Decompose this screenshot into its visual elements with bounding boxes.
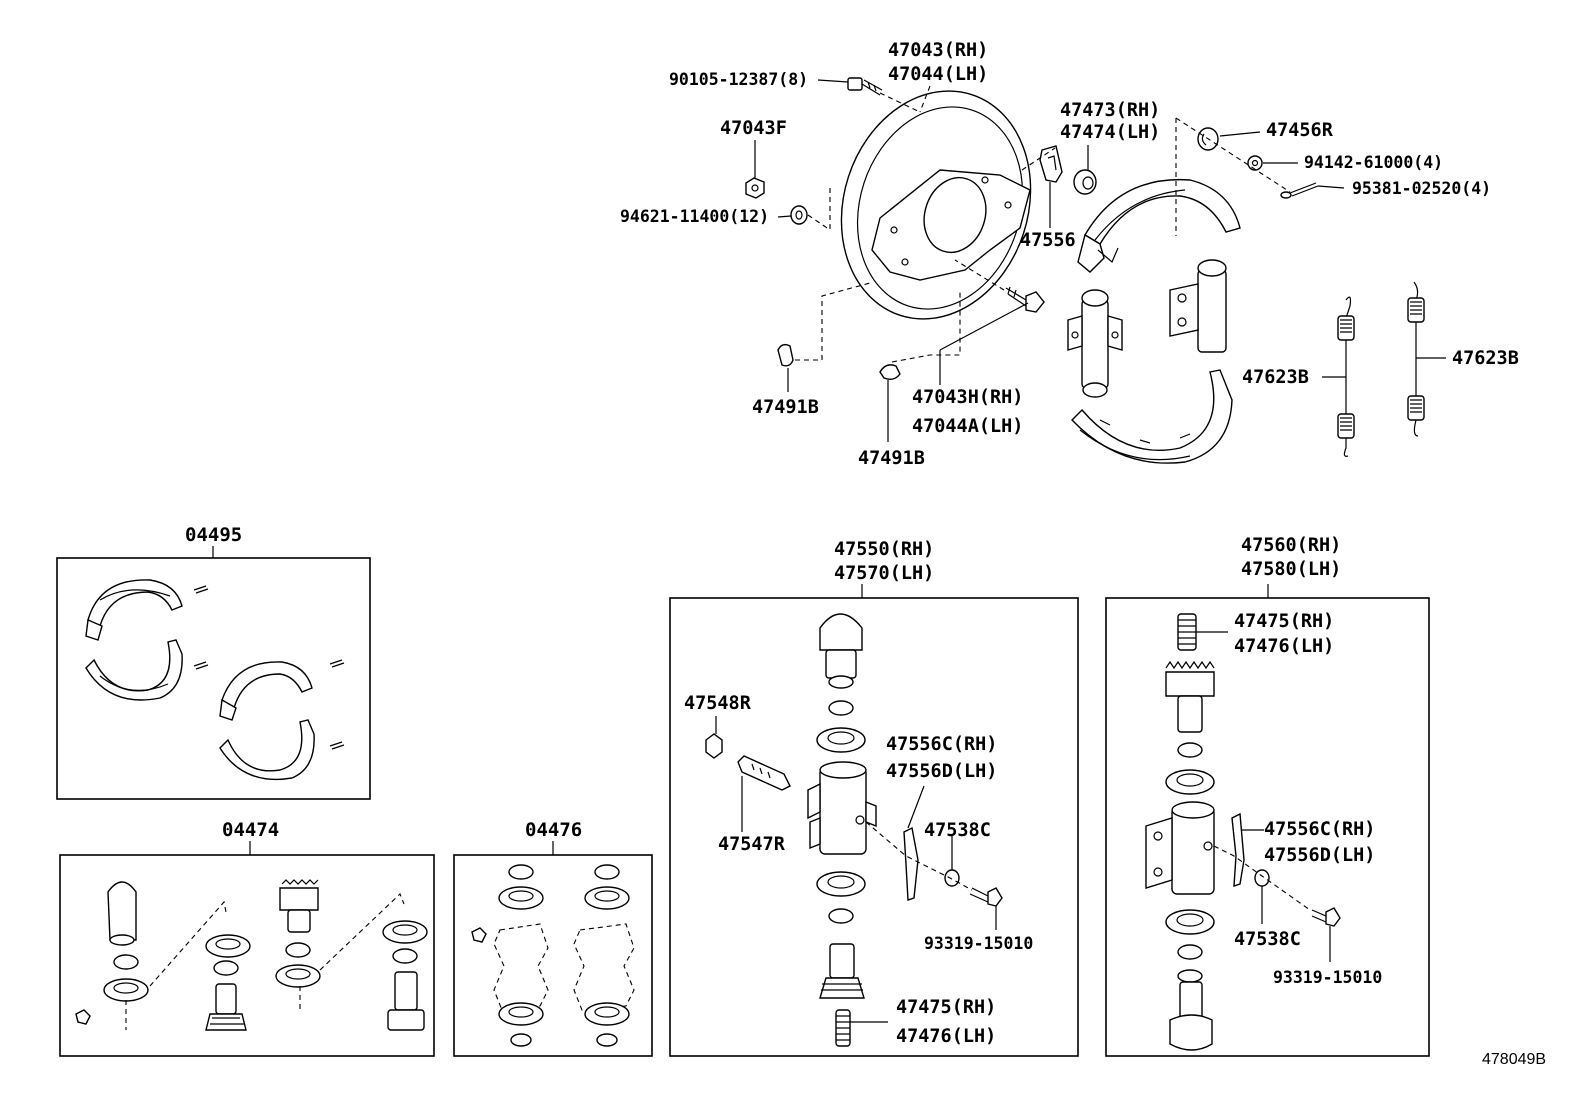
label-kit-04495: 04495 xyxy=(185,524,242,546)
label-47556D-lh-rear: 47556D(LH) xyxy=(1264,845,1375,866)
label-47556C-rh-front: 47556C(RH) xyxy=(886,734,997,755)
label-47491B-center: 47491B xyxy=(858,448,925,469)
plug-47043F-icon xyxy=(745,177,765,199)
plug-47491B-left-icon xyxy=(777,343,794,367)
label-47556C-rh-rear: 47556C(RH) xyxy=(1264,819,1375,840)
plug-47491B-center-icon xyxy=(879,364,901,381)
cylinder-47560-box xyxy=(1105,584,1430,1057)
label-93319-rear: 93319-15010 xyxy=(1273,968,1382,987)
label-47623B-right: 47623B xyxy=(1452,348,1519,369)
label-94142: 94142-61000(4) xyxy=(1304,153,1443,172)
brake-shoe-lower-icon xyxy=(1071,369,1233,464)
label-47043F: 47043F xyxy=(720,118,787,139)
label-47538C-front: 47538C xyxy=(924,820,991,841)
wheel-cylinder-left-icon xyxy=(1067,289,1123,398)
wheel-cylinder-right-icon xyxy=(1169,259,1227,353)
plate-47473-icon xyxy=(1073,169,1097,195)
kit-04474-box xyxy=(59,841,435,1057)
spring-47623B-long-icon xyxy=(1407,281,1425,437)
label-47547R: 47547R xyxy=(718,834,786,855)
label-47043H-rh: 47043H(RH) xyxy=(912,387,1023,408)
label-95381: 95381-02520(4) xyxy=(1352,179,1491,198)
bolt-90105-icon xyxy=(847,77,883,96)
label-kit-04476: 04476 xyxy=(525,819,582,841)
label-47044-lh: 47044(LH) xyxy=(888,64,988,85)
label-47474-lh: 47474(LH) xyxy=(1060,122,1160,143)
label-47560-rh: 47560(RH) xyxy=(1241,535,1341,556)
spring-47623B-short-icon xyxy=(1337,296,1355,457)
clip-47556-icon xyxy=(1039,145,1063,183)
label-47044A-lh: 47044A(LH) xyxy=(912,416,1023,437)
label-94621: 94621-11400(12) xyxy=(620,207,769,226)
nut-94142-icon xyxy=(1247,155,1263,171)
label-47476-lh-front: 47476(LH) xyxy=(896,1026,996,1047)
label-47043-rh: 47043(RH) xyxy=(888,40,988,61)
label-90105: 90105-12387(8) xyxy=(669,70,808,89)
label-47623B-left: 47623B xyxy=(1242,367,1309,388)
brake-shoe-upper-icon xyxy=(1077,178,1241,273)
label-47570-lh: 47570(LH) xyxy=(834,563,934,584)
kit-04476-box xyxy=(453,841,653,1057)
label-47538C-rear: 47538C xyxy=(1234,929,1301,950)
label-47473-rh: 47473(RH) xyxy=(1060,100,1160,121)
label-47580-lh: 47580(LH) xyxy=(1241,559,1341,580)
bolt-47043H-icon xyxy=(1005,286,1045,313)
label-47475-rh-front: 47475(RH) xyxy=(896,997,996,1018)
label-47475-rh-rear: 47475(RH) xyxy=(1234,611,1334,632)
backing-plate-assembly xyxy=(840,90,1032,320)
label-47556: 47556 xyxy=(1020,230,1076,251)
label-47548R: 47548R xyxy=(684,693,752,714)
label-93319-front: 93319-15010 xyxy=(924,934,1033,953)
label-47491B-left: 47491B xyxy=(752,397,819,418)
label-47550-rh: 47550(RH) xyxy=(834,539,934,560)
label-47556D-lh-front: 47556D(LH) xyxy=(886,761,997,782)
label-47456R: 47456R xyxy=(1266,120,1334,141)
label-kit-04474: 04474 xyxy=(222,819,279,841)
cylinder-47550-box xyxy=(669,584,1079,1057)
nut-94621-icon xyxy=(790,205,808,225)
kit-04495-box xyxy=(56,546,371,800)
pin-95381-icon xyxy=(1280,182,1319,199)
label-47476-lh-rear: 47476(LH) xyxy=(1234,636,1334,657)
diagram-id: 478049B xyxy=(1482,1051,1546,1068)
